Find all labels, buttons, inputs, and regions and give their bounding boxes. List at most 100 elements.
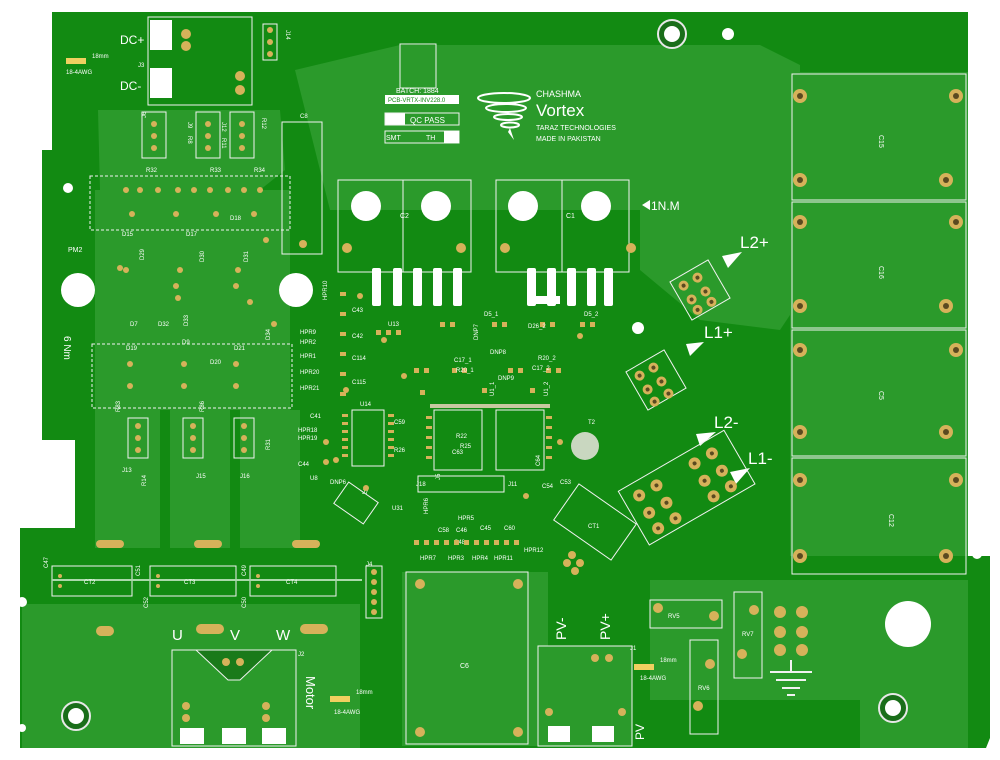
label-d17: D17	[186, 232, 198, 238]
qc-pass: QC PASS	[410, 116, 445, 125]
batch-label: BATCH: 1884	[396, 88, 439, 95]
label-hpr7: HPR7	[420, 556, 437, 562]
label-hpr11: HPR11	[494, 556, 514, 562]
label-r12: R12	[260, 118, 266, 130]
earth-terminal	[770, 606, 812, 696]
label-r32: R32	[146, 168, 158, 174]
l1-plus-label: L1+	[704, 323, 733, 342]
label-j14: J14	[284, 30, 290, 40]
copper-pours	[22, 45, 968, 748]
label-r86: R86	[200, 400, 206, 412]
label-c115: C115	[352, 380, 367, 386]
label-ct3: CT3	[184, 580, 196, 586]
label-r31: R31	[266, 438, 272, 450]
dc-input-connector: DC+ DC- J3 J14 18mm 18-4AWG	[66, 16, 290, 106]
label-r22: R22	[456, 434, 468, 440]
label-r8: R8	[186, 136, 192, 144]
label-c51: C51	[136, 564, 142, 576]
label-c8: C8	[300, 114, 308, 120]
label-c49: C49	[242, 564, 248, 576]
label-t2: T2	[588, 420, 596, 426]
motor-v-label: V	[230, 627, 240, 644]
label-c59: C59	[394, 420, 406, 426]
pv-plus-label: PV+	[597, 613, 613, 640]
label-c2: C2	[400, 213, 409, 220]
label-j7: J7	[362, 490, 369, 496]
made-in: MADE IN PAKISTAN	[536, 136, 601, 143]
motor-output-connector: U V W J2 Motor 18mm 18-4AWG	[96, 624, 373, 747]
part-number: PCB-VRTX-INV228.0	[388, 98, 446, 104]
left-edge-notes: PM2 6 Nm	[61, 247, 83, 360]
l2-plus-label: L2+	[740, 233, 769, 252]
label-ct4: CT4	[286, 580, 298, 586]
grid-terminals: L2+ L1+ L2- L1-	[617, 233, 773, 546]
label-d20: D20	[210, 360, 222, 366]
dc-minus-label: DC-	[120, 79, 141, 93]
motor-w-label: W	[276, 627, 291, 644]
label-hpr5: HPR5	[458, 516, 475, 522]
power-mosfets: C2 C1 1N.M	[337, 179, 680, 306]
label-j1: J1	[630, 646, 637, 652]
label-ct1: CT1	[588, 524, 600, 530]
product-name: Vortex	[536, 101, 585, 120]
label-j9: J9	[186, 122, 192, 129]
label-c46: C46	[456, 528, 468, 534]
th-box: TH	[426, 135, 435, 142]
label-d29: D29	[140, 248, 146, 260]
brand-name: CHASHMA	[536, 89, 581, 99]
wire-length-motor: 18mm	[356, 690, 373, 696]
label-dnp6: DNP6	[330, 480, 347, 486]
capacitor-c6: C6	[405, 571, 529, 745]
label-c44: C44	[298, 462, 310, 468]
label-hpr21: HPR21	[300, 386, 320, 392]
label-hpr12: HPR12	[524, 548, 544, 554]
wire-length-pv: 18mm	[660, 658, 677, 664]
company-name: TARAZ TECHNOLOGIES	[536, 125, 616, 132]
wire-length-dc: 18mm	[92, 54, 109, 60]
label-d5-1: D5_1	[484, 312, 499, 318]
label-hpr10: HPR10	[323, 280, 329, 300]
label-u13: U13	[388, 322, 400, 328]
torque-note-1nm: 1N.M	[651, 199, 680, 213]
label-j6: J6	[142, 111, 148, 118]
label-c52: C52	[144, 596, 150, 608]
wire-gauge-dc: 18-4AWG	[66, 70, 92, 76]
label-c60: C60	[504, 526, 516, 532]
label-dnp8: DNP8	[490, 350, 507, 356]
label-dnp9: DNP9	[498, 376, 515, 382]
label-c64: C64	[536, 454, 542, 466]
label-c50: C50	[242, 596, 248, 608]
label-r33: R33	[210, 168, 222, 174]
label-c5: C5	[877, 391, 884, 400]
label-d5-2: D5_2	[584, 312, 599, 318]
label-j5: J5	[436, 473, 442, 480]
label-d18: D18	[230, 216, 242, 222]
label-r20-1: R20_1	[456, 368, 474, 374]
label-c12: C12	[887, 514, 894, 527]
label-hpr6: HPR6	[424, 497, 430, 514]
label-hpr18: HPR18	[298, 428, 318, 434]
label-c6: C6	[460, 663, 469, 670]
l2-minus-label: L2-	[714, 413, 739, 432]
label-c63: C63	[452, 450, 464, 456]
label-c54: C54	[542, 484, 554, 490]
label-c53: C53	[560, 480, 572, 486]
label-c17-2: C17_2	[532, 366, 550, 372]
current-sensor-ct1: CT1	[553, 483, 637, 575]
control-section: HPR10 HPR9 HPR2 HPR1 HPR20 HPR21 C43 C42…	[298, 280, 599, 619]
smt-box: SMT	[386, 135, 402, 142]
motor-label: Motor	[303, 676, 318, 710]
label-c41: C41	[310, 414, 322, 420]
capacitor-pads	[793, 89, 963, 563]
label-r83: R83	[116, 400, 122, 412]
label-r11: R11	[220, 138, 226, 149]
label-c43: C43	[352, 308, 364, 314]
label-ct2: CT2	[84, 580, 96, 586]
label-pm2: PM2	[68, 247, 83, 254]
smd-pad-rows	[340, 292, 595, 396]
vortex-logo	[477, 92, 531, 140]
label-j3: J3	[138, 63, 145, 69]
label-hpr19: HPR19	[298, 436, 318, 442]
label-d33: D33	[184, 314, 190, 326]
label-d15: D15	[122, 232, 134, 238]
